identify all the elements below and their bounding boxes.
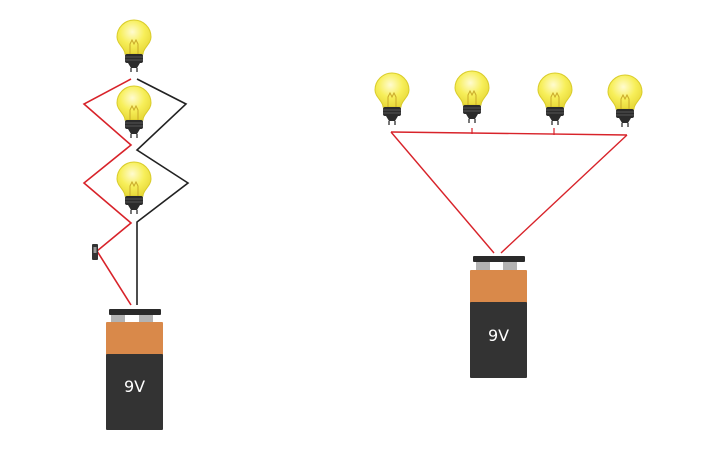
bulbs-layer	[116, 19, 643, 214]
right-battery-icon[interactable]: 9V	[470, 256, 527, 378]
right-battery-label: 9V	[488, 326, 509, 345]
switch-icon[interactable]	[92, 244, 98, 260]
light-bulb-icon[interactable]	[607, 74, 643, 127]
light-bulb-icon[interactable]	[454, 70, 490, 123]
left-wire-negative[interactable]	[135, 78, 190, 305]
light-bulb-icon[interactable]	[116, 161, 152, 214]
light-bulb-icon[interactable]	[374, 72, 410, 125]
right-wire-bus[interactable]	[390, 131, 628, 136]
left-battery-label: 9V	[124, 377, 145, 396]
light-bulb-icon[interactable]	[116, 19, 152, 72]
light-bulb-icon[interactable]	[116, 85, 152, 138]
right-wire-positive[interactable]	[390, 131, 495, 254]
left-battery-icon[interactable]: 9V	[106, 309, 163, 430]
light-bulb-icon[interactable]	[537, 72, 573, 125]
right-wire-negative[interactable]	[500, 134, 628, 254]
right-circuit-wires	[390, 128, 628, 254]
